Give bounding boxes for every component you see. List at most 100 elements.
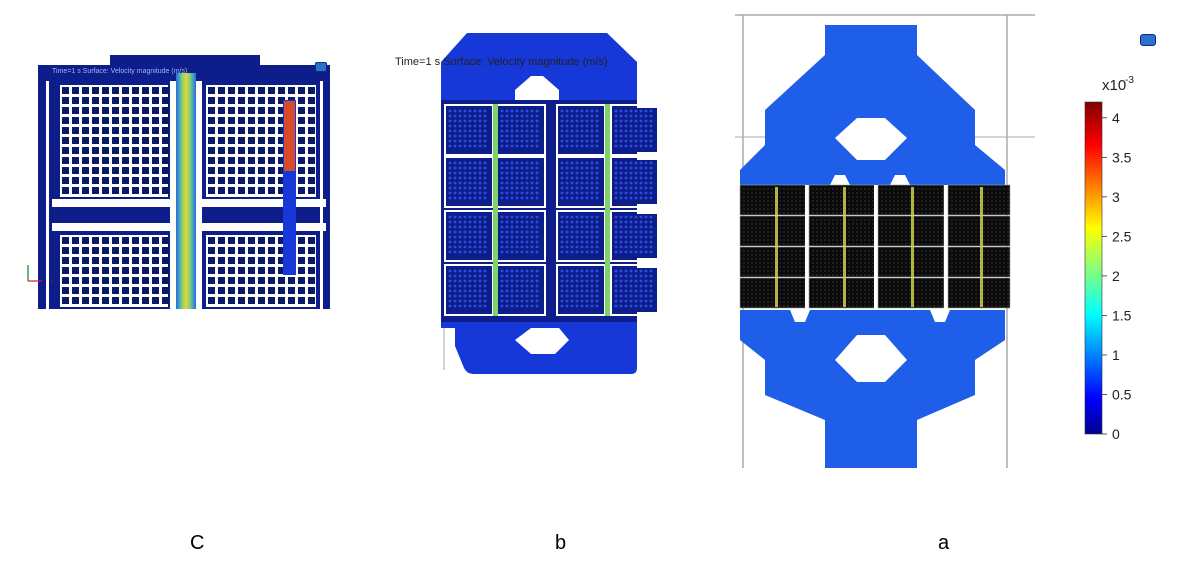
pillar [152, 267, 159, 274]
pillar [308, 97, 315, 104]
pillar [278, 157, 285, 164]
pillar [268, 117, 275, 124]
pillar [102, 267, 109, 274]
pillar [308, 167, 315, 174]
panel-b-plot: Time=1 s Surface: Velocity magnitude (m/… [395, 33, 660, 374]
pillar [228, 257, 235, 264]
pillar [308, 267, 315, 274]
pillar [218, 247, 225, 254]
pillar [122, 157, 129, 164]
pillar [162, 87, 169, 94]
panel-a-logo-icon [1140, 34, 1156, 46]
pillar [62, 157, 69, 164]
pillar [228, 87, 235, 94]
pillar [288, 287, 295, 294]
pillar [268, 237, 275, 244]
pillar [162, 187, 169, 194]
pillar [62, 177, 69, 184]
pillar [122, 287, 129, 294]
pillar [218, 157, 225, 164]
pillar [92, 157, 99, 164]
pillar [132, 257, 139, 264]
pillar [112, 147, 119, 154]
pillar [92, 177, 99, 184]
pillar [268, 87, 275, 94]
pillar [152, 157, 159, 164]
pillar [152, 107, 159, 114]
panel-a-plot [735, 14, 1035, 468]
colorbar-tick-label: 0 [1112, 426, 1120, 442]
pillar [152, 177, 159, 184]
pillar [62, 167, 69, 174]
pillar [218, 297, 225, 304]
pillar [208, 127, 215, 134]
pillar [132, 277, 139, 284]
pillar [238, 157, 245, 164]
pillar [112, 187, 119, 194]
pillar [258, 257, 265, 264]
pillar [152, 127, 159, 134]
pillar [248, 287, 255, 294]
pillar [72, 297, 79, 304]
pillar [132, 297, 139, 304]
pillar [238, 297, 245, 304]
pillar [112, 97, 119, 104]
panel-c-header: Time=1 s Surface: Velocity magnitude (m/… [52, 68, 187, 75]
pillar [142, 247, 149, 254]
pillar [62, 267, 69, 274]
pillar [208, 167, 215, 174]
pillar [298, 87, 305, 94]
panel-c-plot: Time=1 s Surface: Velocity magnitude (m/… [24, 55, 330, 311]
pillar [92, 117, 99, 124]
pillar [102, 257, 109, 264]
pillar [278, 177, 285, 184]
pillar [218, 147, 225, 154]
pillar [152, 277, 159, 284]
pillar [208, 177, 215, 184]
pillar [308, 287, 315, 294]
pillar [62, 87, 69, 94]
pillar [92, 137, 99, 144]
pillar [278, 267, 285, 274]
pillar [228, 147, 235, 154]
colorbar-tick-label: 2.5 [1112, 228, 1132, 244]
pillar [112, 167, 119, 174]
pillar [92, 187, 99, 194]
panel-c-axis-triad [27, 265, 42, 282]
pillar [208, 137, 215, 144]
pillar [92, 87, 99, 94]
pillar [92, 127, 99, 134]
pillar [82, 237, 89, 244]
pillar [142, 257, 149, 264]
pillar [62, 127, 69, 134]
pillar [72, 237, 79, 244]
pillar [92, 107, 99, 114]
pillar [82, 297, 89, 304]
pillar [298, 107, 305, 114]
pillar [112, 137, 119, 144]
colorbar-exponent-power: -3 [1125, 75, 1134, 86]
pillar [268, 257, 275, 264]
pillar [238, 267, 245, 274]
pillar [112, 237, 119, 244]
pillar [142, 287, 149, 294]
colorbar-plot: x10 -3 43.532.521.510.50 [1084, 75, 1134, 442]
flow-jet [605, 104, 610, 316]
pillar [162, 157, 169, 164]
pillar [258, 287, 265, 294]
pillar [82, 187, 89, 194]
pillar [82, 117, 89, 124]
pillar [122, 167, 129, 174]
pillar [122, 147, 129, 154]
pillar [112, 297, 119, 304]
pillar [208, 97, 215, 104]
cell-frame [610, 156, 660, 208]
caption-a: a [938, 532, 950, 554]
pillar [208, 87, 215, 94]
pillar [218, 97, 225, 104]
panel-c-pillar-arrays [60, 85, 316, 307]
pillar [92, 167, 99, 174]
pillar [268, 127, 275, 134]
pillar [72, 167, 79, 174]
pillar [82, 277, 89, 284]
